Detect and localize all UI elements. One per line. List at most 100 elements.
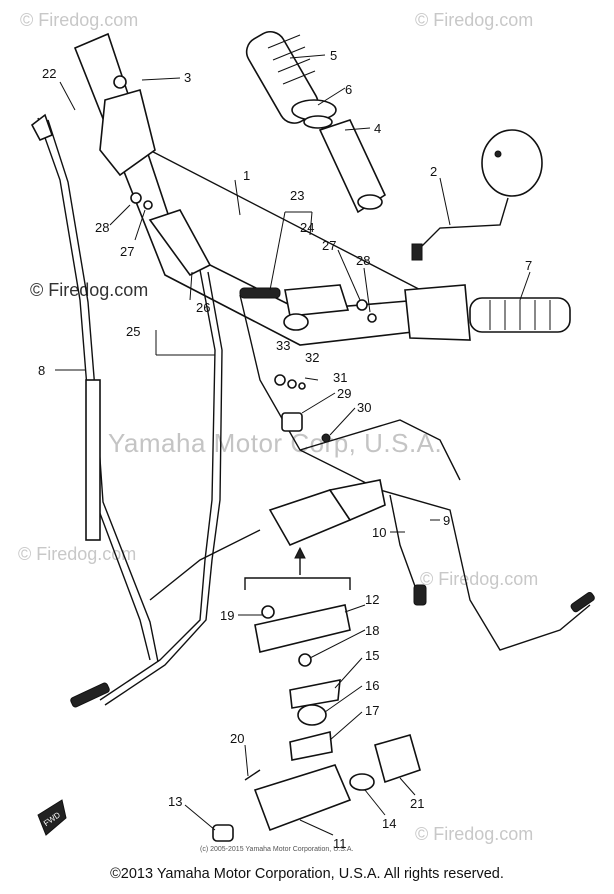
clutch-cable-end: [70, 682, 110, 708]
label-4: 4: [374, 121, 381, 136]
label-5: 5: [330, 48, 337, 63]
label-33: 33: [276, 338, 290, 353]
nut-33: [274, 374, 286, 386]
handlebar-crossbar: [129, 139, 441, 301]
left-lever-holder: [99, 89, 156, 177]
throttle-grip: [318, 119, 387, 214]
brake-cable-end: [570, 591, 595, 613]
clutch-cable-sleeve: [85, 379, 101, 541]
label-9: 9: [443, 513, 450, 528]
bracket-bolt: [321, 433, 331, 443]
label-27-right: 27: [322, 238, 336, 253]
switch-knob: [297, 704, 327, 726]
label-18: 18: [365, 623, 379, 638]
label-1: 1: [243, 168, 250, 183]
switch-cover: [374, 734, 421, 784]
switch-housing: [253, 764, 352, 832]
label-7: 7: [525, 258, 532, 273]
watermark-left-dark: © Firedog.com: [30, 280, 148, 300]
label-14: 14: [382, 816, 396, 831]
label-17: 17: [365, 703, 379, 718]
label-19: 19: [220, 608, 234, 623]
switch-spring: [298, 653, 312, 667]
watermark-top-right: © Firedog.com: [415, 10, 533, 30]
right-grip-ribs: [489, 300, 551, 330]
switch-contact: [289, 730, 333, 761]
label-16: 16: [365, 678, 379, 693]
watermark-top-left: © Firedog.com: [20, 10, 138, 30]
throttle-cable-end: [239, 287, 281, 299]
label-24: 24: [300, 220, 314, 235]
mirror-pivot: [494, 150, 502, 158]
label-20: 20: [230, 731, 244, 746]
right-lever-holder: [404, 284, 471, 341]
mirror-glass: [481, 129, 543, 197]
label-28-right: 28: [356, 253, 370, 268]
exploded-arrow-head: [294, 546, 306, 559]
fwd-arrow: [37, 799, 67, 836]
label-25: 25: [126, 324, 140, 339]
nut-28b: [356, 299, 368, 311]
grip-washer-inner: [303, 115, 333, 129]
label-8: 8: [38, 363, 45, 378]
label-3: 3: [184, 70, 191, 85]
watermark-bottom-right: © Firedog.com: [415, 824, 533, 844]
nut-28: [130, 192, 142, 204]
label-23: 23: [290, 188, 304, 203]
label-13: 13: [168, 794, 182, 809]
part-labels: 1 2 3 4 5 6 7 8 9 10 11 12 13 14 15 16 1…: [38, 48, 532, 851]
handlebar-pad: [148, 209, 212, 277]
bracket-clamp: [281, 412, 303, 432]
watermark-mid-left: © Firedog.com: [18, 544, 136, 564]
throttle-cable-b: [104, 271, 223, 706]
label-6: 6: [345, 82, 352, 97]
throttle-collar: [283, 313, 309, 331]
label-2: 2: [430, 164, 437, 179]
throttle-end: [357, 194, 383, 210]
bolt-3: [113, 75, 127, 89]
lever-adjuster-22: [30, 113, 54, 142]
throttle-cable-a: [99, 269, 216, 701]
switch-cable: [149, 529, 261, 601]
throttle-housing: [284, 284, 350, 317]
label-22: 22: [42, 66, 56, 81]
switch-plate: [254, 604, 351, 653]
washer-27: [143, 200, 153, 210]
switch-cap: [349, 773, 375, 791]
washer-31: [298, 382, 306, 390]
label-27-left: 27: [120, 244, 134, 259]
washer-27b: [367, 313, 377, 323]
footer-copyright: ©2013 Yamaha Motor Corporation, U.S.A. A…: [110, 866, 504, 882]
exploded-bracket: [244, 577, 351, 590]
grip-ribs: [267, 34, 316, 85]
choke-cable: [389, 494, 421, 601]
label-31: 31: [333, 370, 347, 385]
label-30: 30: [357, 400, 371, 415]
label-10: 10: [372, 525, 386, 540]
label-15: 15: [365, 648, 379, 663]
label-26: 26: [196, 300, 210, 315]
label-32: 32: [305, 350, 319, 365]
label-21: 21: [410, 796, 424, 811]
switch-cam: [289, 679, 341, 709]
label-12: 12: [365, 592, 379, 607]
mirror-bolt: [411, 243, 423, 261]
mirror-stem: [419, 197, 509, 249]
switch-screw: [261, 605, 275, 619]
leader-lines: [55, 54, 531, 836]
label-29: 29: [337, 386, 351, 401]
choke-cable-end: [413, 584, 427, 606]
label-28-left: 28: [95, 220, 109, 235]
label-11: 11: [333, 836, 347, 851]
switch-pin: [244, 769, 261, 781]
switch-connector: [328, 479, 386, 521]
small-copyright: (c) 2005-2015 Yamaha Motor Corporation, …: [200, 846, 354, 853]
brake-cable: [239, 294, 591, 651]
switch-grommet: [212, 824, 234, 842]
center-watermark: Yamaha Motor Corp, U.S.A.: [108, 428, 443, 458]
cable-loop: [299, 419, 461, 481]
washer-32: [287, 379, 297, 389]
watermark-mid-right: © Firedog.com: [420, 569, 538, 589]
